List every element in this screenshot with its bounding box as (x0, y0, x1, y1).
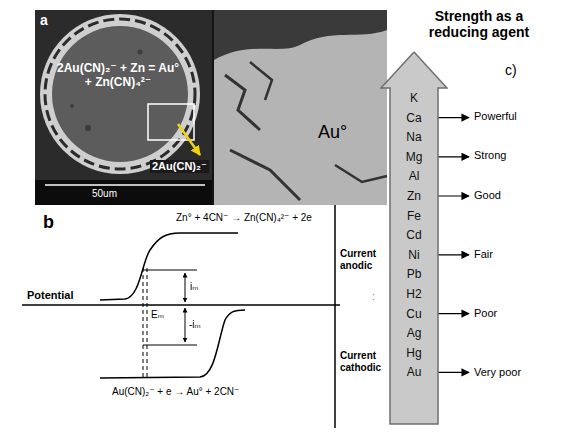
element-symbol: Zn (380, 188, 448, 204)
element-symbol: Hg (380, 345, 448, 361)
rim-cracks (45, 19, 195, 169)
reducing-series-arrow: K CaNaMgAlZnFeCdNiPbH2CuAgHgAu (380, 50, 448, 426)
scale-bar (45, 184, 205, 186)
strength-label: Powerful (474, 110, 517, 123)
potential-axis (22, 304, 340, 306)
level-line (143, 270, 197, 271)
phase-label: Au° (318, 122, 347, 143)
crack (225, 75, 260, 130)
panel-title: Strength as a reducing agent (404, 8, 554, 40)
level-line (143, 345, 197, 346)
element-symbol: Al (380, 168, 448, 184)
strength-label: Poor (474, 307, 497, 320)
axis-label: Current anodic (340, 248, 386, 271)
micrograph-right (214, 10, 387, 205)
info-bar (35, 180, 212, 205)
panel-letter: a (40, 12, 48, 28)
micrograph-frame (35, 10, 387, 205)
axis-label: Potential (27, 289, 73, 302)
anodic-reaction: Zn° + 4CN⁻ → Zn(CN)₄²⁻ + 2e (176, 212, 312, 224)
strength-label: Fair (474, 248, 493, 261)
particle-rim (40, 14, 200, 174)
current-arrow (185, 273, 186, 302)
strength-label: Very poor (474, 366, 521, 379)
cathodic-reaction: Au(CN)₂⁻ + e → Au° + 2CN⁻ (112, 386, 239, 398)
zoom-box (148, 104, 194, 140)
current-symbol: iₘ (190, 281, 198, 293)
crack (250, 62, 272, 100)
element-symbol: Cd (380, 227, 448, 243)
scale-label: 50um (92, 188, 117, 200)
dashed-line (147, 268, 148, 378)
species-label: 2Au(CN)₂⁻ (150, 160, 209, 173)
pore (138, 50, 143, 55)
pore (85, 125, 91, 131)
strength-label: Good (474, 189, 501, 202)
arrow-shape (381, 52, 447, 424)
zoom-arrow (178, 124, 200, 155)
stray-mark: : (372, 290, 375, 303)
element-symbol: Au (380, 364, 448, 380)
cathodic-curve (100, 310, 245, 378)
current-axis (334, 205, 336, 428)
dashed-line (143, 268, 144, 378)
element-symbol: Ca (380, 110, 448, 126)
element-symbol: Na (380, 129, 448, 145)
crack (335, 165, 387, 182)
micrograph-left (35, 10, 212, 180)
current-arrow (185, 308, 186, 342)
axis-label: Current cathodic (340, 350, 386, 373)
panel-letter: c) (505, 62, 517, 78)
element-symbol: Mg (380, 149, 448, 165)
reaction-equation: 2Au(CN)₂⁻ + Zn = Au° + Zn(CN)₄²⁻ (56, 62, 180, 90)
element-symbol: K (380, 90, 448, 106)
crack (230, 150, 300, 200)
element-symbol: H2 (380, 286, 448, 302)
potential-symbol: Eₘ (151, 309, 164, 321)
element-symbol: Ag (380, 325, 448, 341)
particle-core (52, 26, 188, 162)
element-symbol: Pb (380, 266, 448, 282)
strength-label: Strong (474, 149, 506, 162)
pore (70, 104, 74, 108)
dark-phase (214, 10, 387, 60)
current-symbol: -iₘ (189, 319, 201, 331)
element-symbol: Fe (380, 208, 448, 224)
element-symbol: Ni (380, 247, 448, 263)
anodic-curve (100, 233, 238, 300)
element-symbol: Cu (380, 306, 448, 322)
panel-letter: b (43, 212, 54, 233)
